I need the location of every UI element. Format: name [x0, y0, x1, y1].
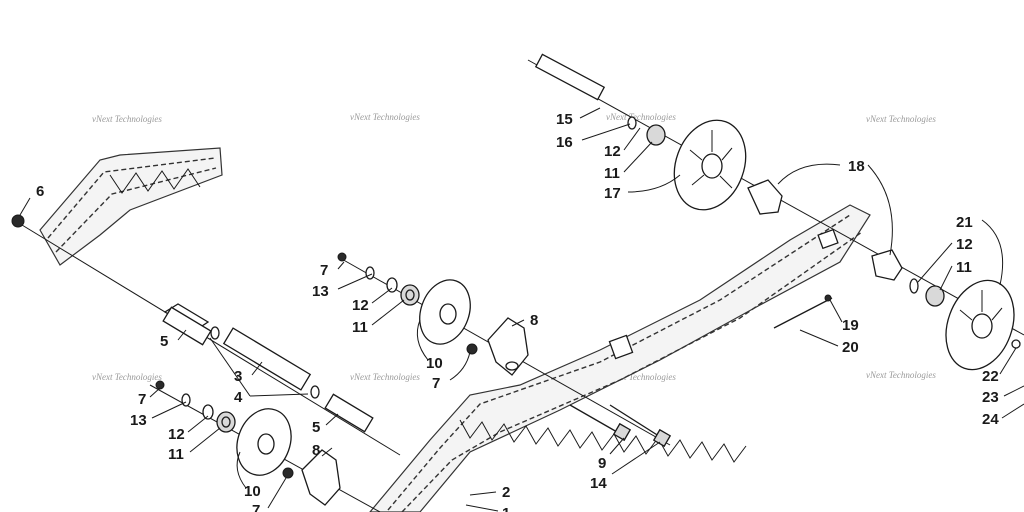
nut-part-6 — [11, 214, 25, 228]
main-frame-rail — [369, 204, 871, 512]
ring-part-4-a — [210, 326, 220, 340]
callout-5-lower: 5 — [312, 419, 320, 436]
callout-19: 19 — [842, 317, 859, 334]
callout-14: 14 — [590, 475, 607, 492]
callout-8-upper: 8 — [530, 312, 538, 329]
bracket-part-8-upper — [487, 317, 529, 376]
callout-5-upper: 5 — [160, 333, 168, 350]
callout-6: 6 — [36, 183, 44, 200]
bracket-part-8-lower — [301, 449, 341, 506]
watermark-2: vNext Technologies — [350, 112, 420, 122]
callout-2: 2 — [502, 484, 510, 501]
callout-10-lower: 10 — [244, 483, 261, 500]
bolts-9-14 — [569, 404, 672, 448]
callout-23: 23 — [982, 389, 999, 406]
callout-labels: 6 5 3 4 5 7 13 12 11 10 8 7 7 13 12 11 1… — [36, 111, 999, 512]
upper-right-wheel-assembly — [534, 53, 783, 215]
watermark-6: vNext Technologies — [350, 372, 420, 382]
callout-7-mid: 7 — [432, 375, 440, 392]
watermarks: vNext Technologies vNext Technologies vN… — [92, 112, 936, 382]
callout-7-left: 7 — [138, 391, 146, 408]
watermark-7: vNext Technologies — [606, 372, 676, 382]
axis-lines — [21, 59, 1024, 512]
hub-part-18-upper — [747, 179, 783, 215]
watermark-5: vNext Technologies — [92, 372, 162, 382]
callout-11-top: 11 — [604, 165, 620, 182]
callout-12-top: 12 — [604, 143, 621, 160]
callout-11-right: 11 — [956, 259, 972, 276]
middle-wheel-assembly — [337, 252, 529, 376]
callout-12-right: 12 — [956, 236, 973, 253]
callout-22: 22 — [982, 368, 999, 385]
callout-18: 18 — [848, 158, 865, 175]
ring-part-4-b — [310, 385, 320, 399]
callout-1: 1 — [502, 505, 510, 512]
leader-lines — [19, 107, 1024, 512]
callout-24: 24 — [982, 411, 999, 428]
left-frame-rail — [39, 147, 223, 266]
watermark-8: vNext Technologies — [866, 370, 936, 380]
callout-12-lower: 12 — [168, 426, 185, 443]
callout-12-upper: 12 — [352, 297, 369, 314]
watermark-4: vNext Technologies — [866, 114, 936, 124]
callout-21: 21 — [956, 214, 973, 231]
callout-11-lower: 11 — [168, 446, 184, 463]
callout-7-bottom: 7 — [252, 502, 260, 512]
hub-part-18-lower — [871, 249, 903, 281]
callout-13-lower: 13 — [130, 412, 147, 429]
callout-7-upper: 7 — [320, 262, 328, 279]
shaft-part-15 — [534, 53, 606, 101]
tube-part-3 — [222, 327, 312, 391]
upper-left-shaft-parts — [11, 214, 374, 433]
callout-20: 20 — [842, 339, 859, 356]
lower-left-wheel-assembly — [155, 380, 341, 506]
callout-15: 15 — [556, 111, 573, 128]
callout-10-upper: 10 — [426, 355, 443, 372]
callout-13-upper: 13 — [312, 283, 329, 300]
callout-16: 16 — [556, 134, 573, 151]
callout-8-lower: 8 — [312, 442, 320, 459]
watermark-1: vNext Technologies — [92, 114, 162, 124]
callout-3: 3 — [234, 368, 242, 385]
watermark-3: vNext Technologies — [606, 112, 676, 122]
bolt-part-20 — [773, 297, 833, 329]
right-wheel-assembly — [773, 249, 1021, 371]
callout-9: 9 — [598, 455, 606, 472]
callout-11-upper: 11 — [352, 319, 368, 336]
callout-4: 4 — [234, 389, 243, 406]
callout-17: 17 — [604, 185, 621, 202]
spacer-part-5-lower — [324, 393, 374, 433]
